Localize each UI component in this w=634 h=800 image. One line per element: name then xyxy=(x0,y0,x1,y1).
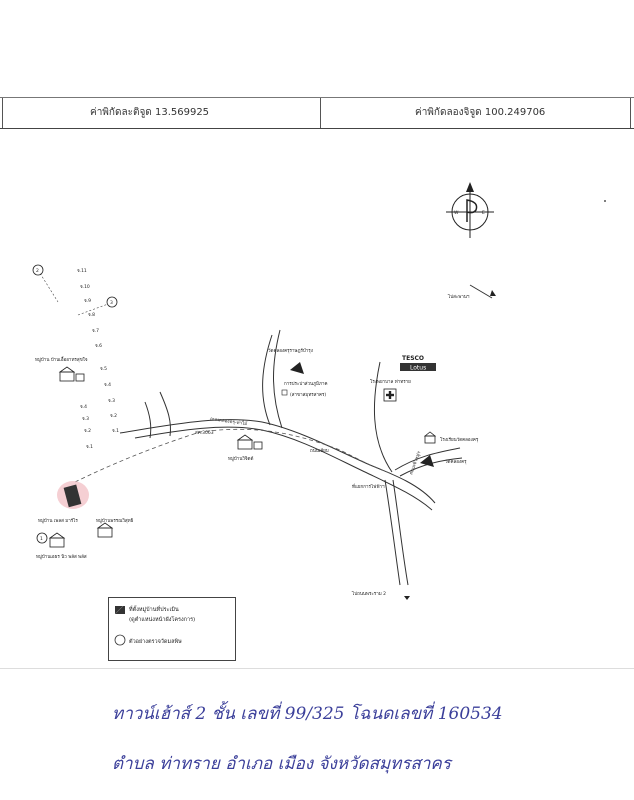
temple-icon xyxy=(290,362,304,374)
temple-icon xyxy=(420,455,434,467)
plot-label: จ.4 xyxy=(80,404,87,410)
plot-label: จ.4 xyxy=(104,382,111,388)
compass-w: W xyxy=(454,210,459,216)
dashed-line-pts2 xyxy=(77,303,109,316)
plot-label: จ.5 xyxy=(100,366,107,372)
road-north2 xyxy=(273,329,283,429)
map-legend: ที่ตั้งหมู่บ้านที่ประเมิน (ดูตำแหน่งหน้า… xyxy=(108,597,236,661)
location-map: W E จ.11 จ.10 จ.9 จ.8 จ.7 จ.6 จ.5 จ.4 จ.… xyxy=(32,182,606,600)
point-marker-1: 1 xyxy=(36,532,48,544)
plot-label: จ.2 xyxy=(84,428,91,434)
road-right-vertical xyxy=(374,361,393,473)
label-office-sub: (สาขาสมุทรสาคร) xyxy=(290,392,326,398)
coordinate-bar: ค่าพิกัดละติจูด 13.569925 ค่าพิกัดลองจิจ… xyxy=(0,97,634,129)
svg-text:3: 3 xyxy=(110,300,113,306)
plot-label: จ.1 xyxy=(112,428,119,434)
plot-label: จ.2 xyxy=(110,413,117,419)
label-village-center: หมู่บ้านวิจิตต์ xyxy=(228,455,253,462)
legend-circle-icon xyxy=(114,634,126,646)
coordinate-divider xyxy=(320,98,321,128)
label-village-bottom: หมู่บ้านเอธร นิว พลัส พลัส xyxy=(36,554,87,560)
site-marker-icon xyxy=(57,481,89,509)
plot-label: จ.1 xyxy=(86,444,93,450)
label-village-site: หมู่บ้าน เพลส มาร์ไร xyxy=(38,517,78,524)
label-village-left-top: หมู่บ้าน บ้านเอื้ออาทรสุขใจ xyxy=(35,356,88,363)
svg-text:TESCO: TESCO xyxy=(402,355,424,362)
label-school-right: โรงเรียนวัดคลองครุ xyxy=(440,436,479,443)
plot-label: จ.7 xyxy=(92,328,99,334)
legend-item2: ตัวอย่างตรวจวัดมลพิษ xyxy=(129,639,182,645)
road-left-branch2 xyxy=(144,401,152,439)
label-to-south: ไปถนนพระราม 2 xyxy=(351,591,386,597)
dashed-route xyxy=(74,428,391,483)
legend-item1-sub: (ดูตำแหน่งหน้าผังโครงการ) xyxy=(129,617,196,623)
scan-speck xyxy=(604,200,606,202)
handwritten-address-line1: ทาวน์เฮ้าส์ 2 ชั้น เลขที่ 99/325 โฉนดเลข… xyxy=(112,704,503,724)
plot-label: จ.10 xyxy=(80,284,90,290)
tesco-lotus-logo: TESCO Lotus xyxy=(400,355,436,372)
coordinate-bar-edge-left xyxy=(2,98,3,128)
plot-label: จ.6 xyxy=(95,343,102,349)
legend-item1: ที่ตั้งหมู่บ้านที่ประเมิน xyxy=(129,607,179,613)
legend-hatch-icon xyxy=(115,606,125,614)
village-icon xyxy=(48,532,66,548)
plot-label: จ.3 xyxy=(108,398,115,404)
handwritten-address-line2: ตำบล ท่าทราย อำเภอ เมือง จังหวัดสมุทรสาค… xyxy=(112,754,451,774)
road-east xyxy=(394,447,461,471)
compass-e: E xyxy=(482,210,485,216)
label-office: การประปาส่วนภูมิภาค xyxy=(284,381,328,387)
label-dashed: ถนนเลียบ xyxy=(310,448,329,454)
page-fold-line xyxy=(0,668,634,669)
main-road-lower xyxy=(134,426,433,511)
office-box-icon xyxy=(281,389,288,396)
road-left-branch xyxy=(159,391,171,437)
plot-label: จ.9 xyxy=(84,298,91,304)
road-south2 xyxy=(392,479,409,586)
coordinate-bar-edge-right xyxy=(630,98,631,128)
point-marker-2: 2 xyxy=(32,264,44,276)
arrow-south-icon xyxy=(404,596,410,600)
compass-icon: W E xyxy=(446,182,494,238)
label-hospital: โรงพยาบาล ท่าทราย xyxy=(370,378,411,385)
road-north xyxy=(262,334,273,426)
label-intersection: ที่แยกการไฟฟ้าฯ xyxy=(352,483,385,490)
arrow-north-icon xyxy=(490,290,496,296)
road-north-east xyxy=(469,284,493,299)
label-to-north: ไปสะพานฯ xyxy=(447,294,470,300)
village-icon xyxy=(236,434,263,450)
label-village-lower: หมู่บ้านพรรณวิสุทธิ xyxy=(96,518,134,524)
plot-label: จ.8 xyxy=(88,312,95,318)
label-road-main: ถนนคลองครุ-ท่าไม้ xyxy=(210,416,248,427)
latitude-label: ค่าพิกัดละติจูด 13.569925 xyxy=(90,107,210,118)
longitude-label: ค่าพิกัดลองจิจูด 100.249706 xyxy=(415,107,546,118)
village-icon xyxy=(58,366,85,382)
school-icon xyxy=(423,431,437,444)
svg-text:Lotus: Lotus xyxy=(410,365,426,372)
plot-label: จ.11 xyxy=(77,268,87,274)
svg-text:1: 1 xyxy=(40,536,43,542)
dashed-line-pts xyxy=(37,269,59,303)
label-road-code: สค.3063 xyxy=(195,430,214,436)
road-south xyxy=(384,479,401,586)
label-temple-right: วัดคลองครุ xyxy=(445,459,467,465)
main-road-upper xyxy=(119,419,436,504)
village-icon xyxy=(96,522,114,538)
label-temple-top: วัดคลองครุราษฎร์บำรุง xyxy=(268,347,313,354)
point-marker-3: 3 xyxy=(106,296,118,308)
plot-label: จ.3 xyxy=(82,416,89,422)
svg-text:2: 2 xyxy=(36,268,39,274)
hospital-icon xyxy=(383,388,397,402)
